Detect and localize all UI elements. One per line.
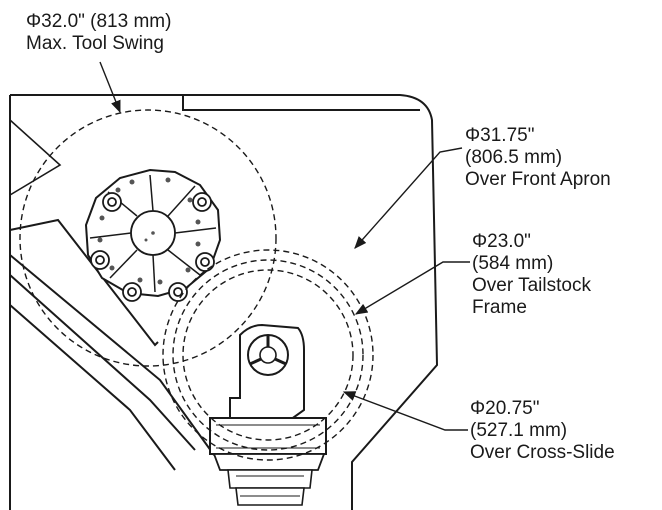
machine-enclosure	[9, 94, 439, 510]
tailstock-frame-circle	[172, 259, 364, 451]
tailstock-frame-metric: (584 mm)	[472, 253, 554, 274]
front-apron-label: Φ31.75" (806.5 mm) Over Front Apron	[465, 125, 611, 191]
cross-slide-description: Over Cross-Slide	[470, 442, 615, 463]
tailstock-frame-description-2: Frame	[472, 297, 527, 318]
turret	[84, 168, 222, 302]
front-apron-leader	[354, 147, 463, 249]
front-apron-metric: (806.5 mm)	[465, 147, 563, 168]
cross-slide-diameter: Φ20.75"	[470, 398, 540, 419]
cross-slide-label: Φ20.75" (527.1 mm) Over Cross-Slide	[470, 398, 615, 464]
tool-swing-circle	[19, 109, 277, 367]
tailstock-frame-leader	[354, 261, 470, 315]
cross-slide-leader	[342, 391, 468, 431]
tool-swing-leader	[99, 61, 121, 114]
tool-swing-label: Φ32.0" (813 mm) Max. Tool Swing	[26, 11, 171, 55]
tailstock-frame-description: Over Tailstock	[472, 275, 591, 296]
front-apron-diameter: Φ31.75"	[465, 125, 535, 146]
cross-slide-metric: (527.1 mm)	[470, 420, 568, 441]
tool-swing-diameter: Φ32.0" (813 mm)	[26, 11, 172, 32]
front-apron-description: Over Front Apron	[465, 169, 611, 190]
tailstock-frame-label: Φ23.0" (584 mm) Over Tailstock Frame	[472, 231, 591, 319]
cross-slide-circle	[182, 269, 354, 441]
front-apron-circle	[162, 249, 374, 461]
chuck	[209, 323, 327, 506]
tailstock-frame-diameter: Φ23.0"	[472, 231, 531, 252]
tool-swing-description: Max. Tool Swing	[26, 33, 164, 54]
